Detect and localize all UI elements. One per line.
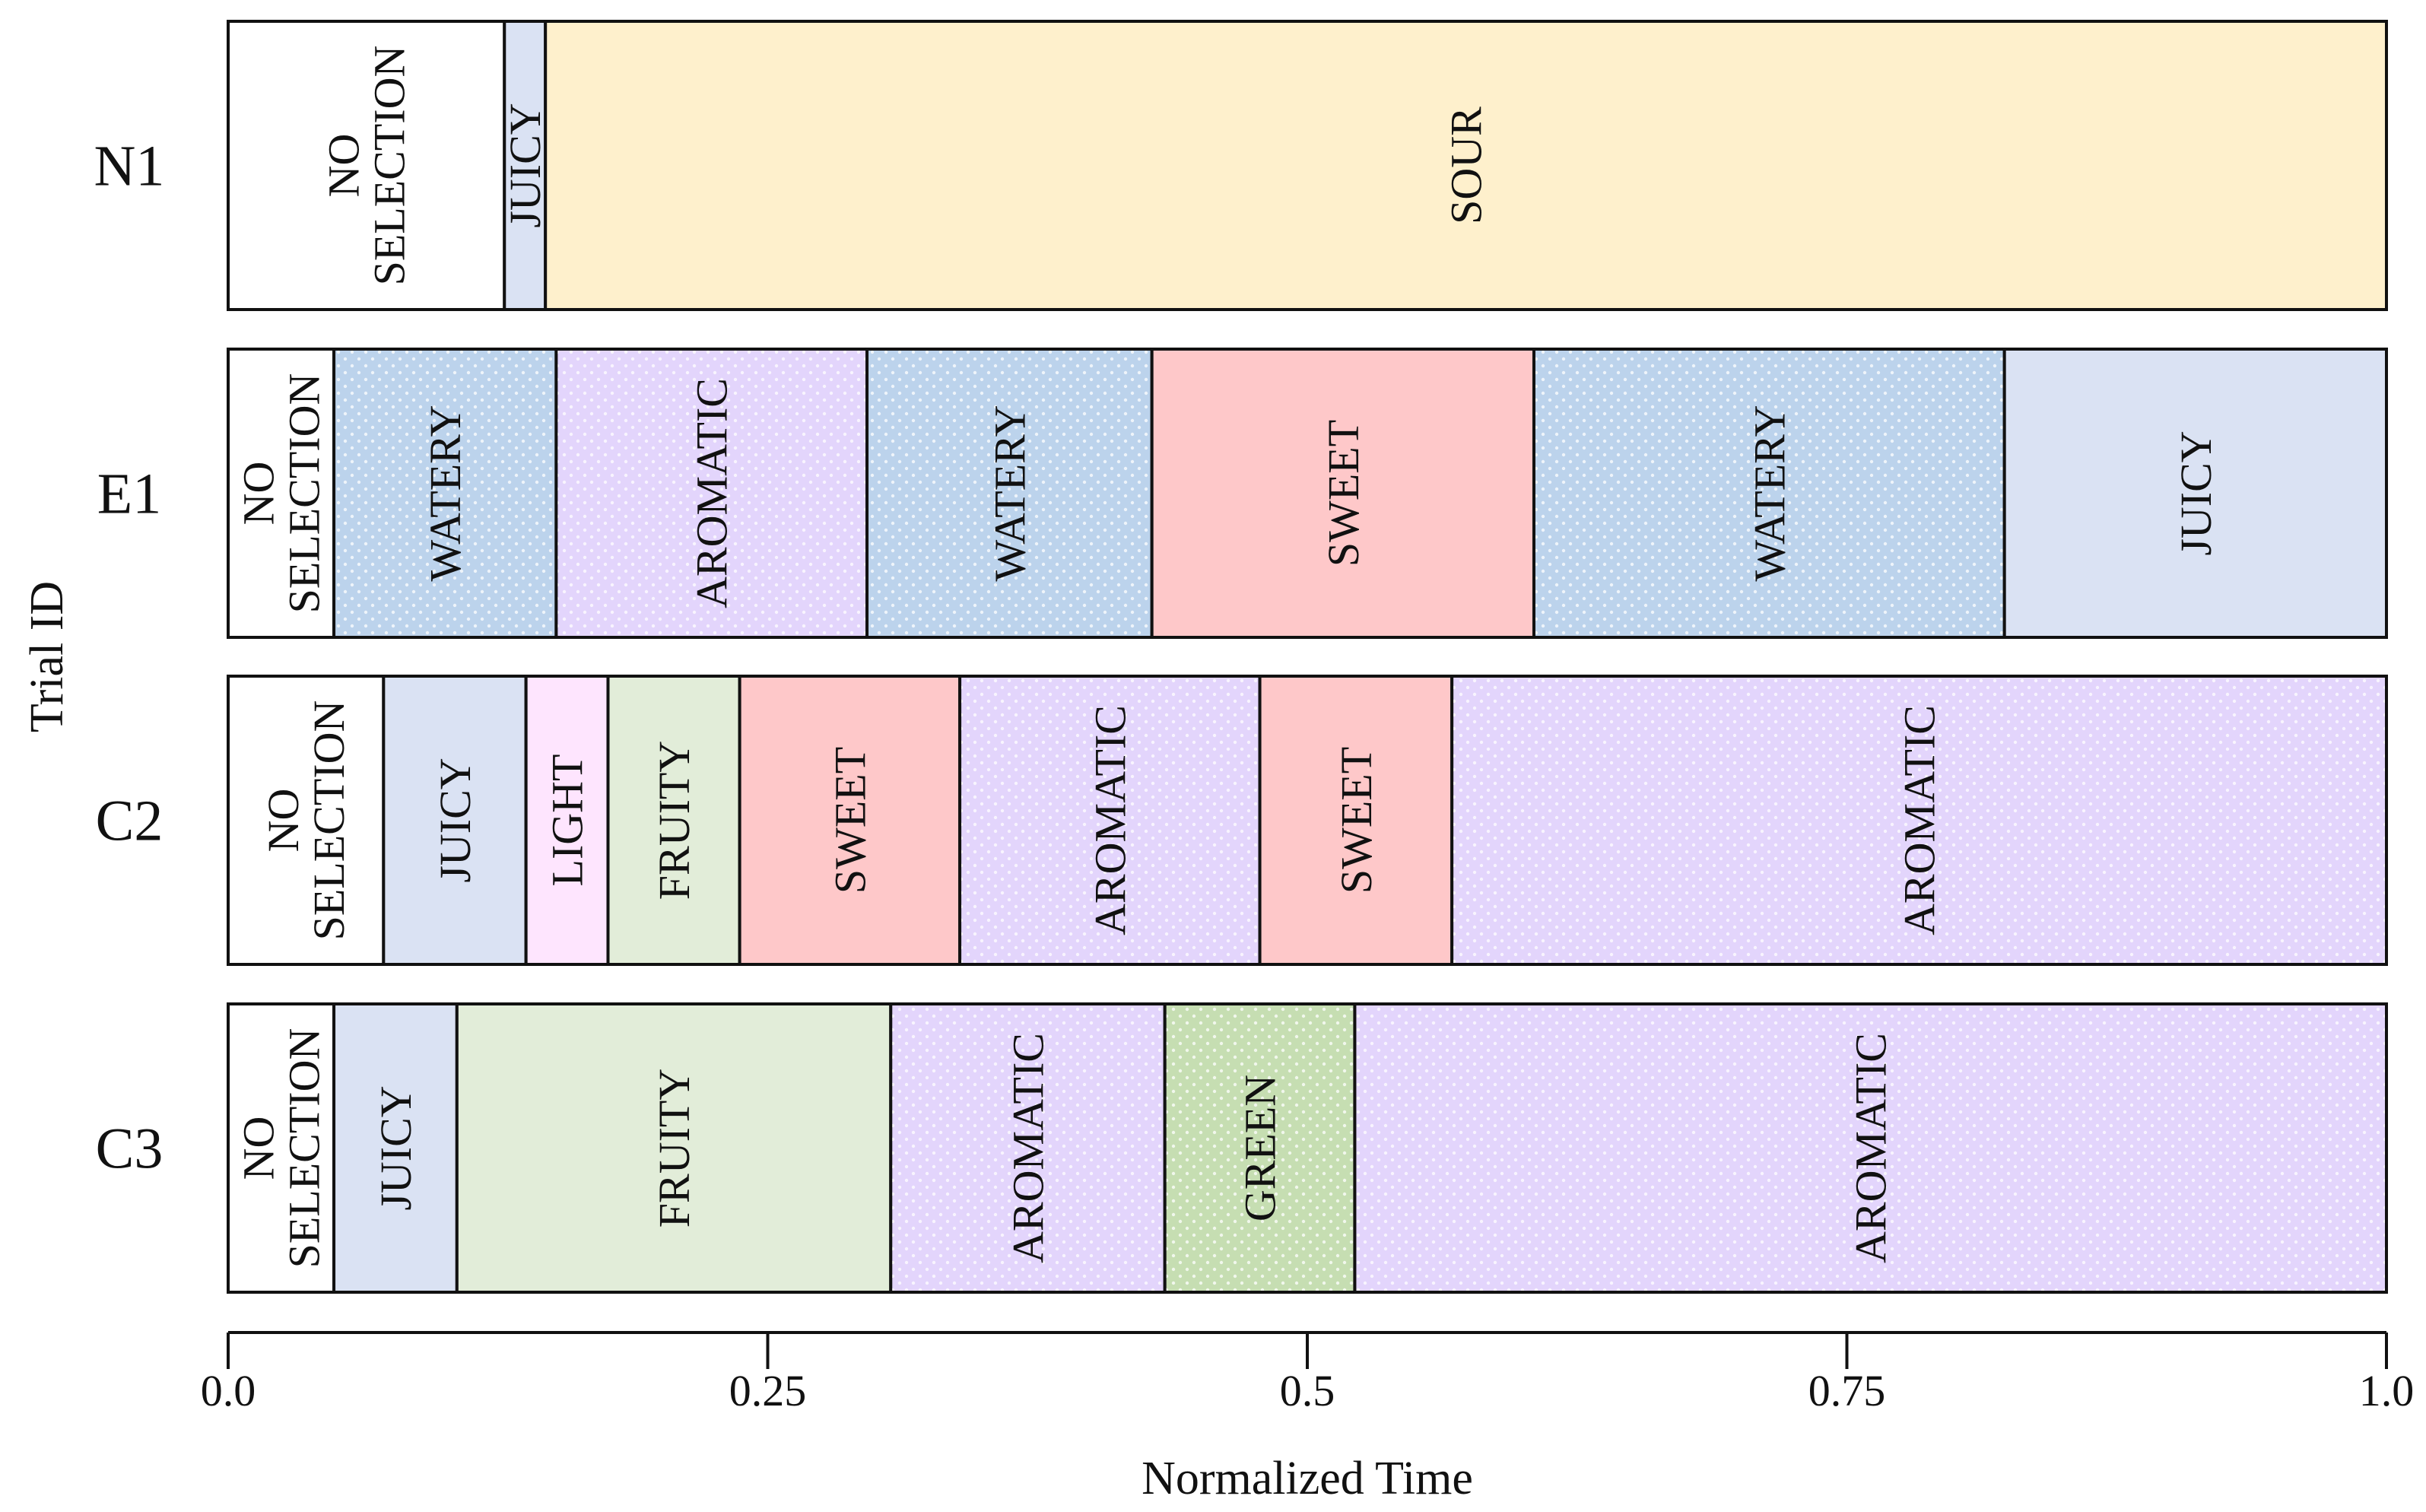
segment-c3-green-label: GREEN <box>1236 1075 1285 1221</box>
y-axis-title: Trial ID <box>21 581 73 732</box>
row-n1: NOSELECTION JUICY SOUR N1 <box>94 20 2388 311</box>
segment-n1-sour-bar <box>544 20 2388 311</box>
segment-c2-no-selection-label: NOSELECTION <box>259 700 354 941</box>
segment-c2-juicy-bar <box>382 675 528 966</box>
row-c2: NOSELECTION JUICY LIGHT FRUITY SWEET AROMATIC… <box>96 675 2388 966</box>
x-axis: 0.0 0.25 0.5 0.75 1.0 <box>201 1331 2415 1415</box>
x-tick-label-0: 0.0 <box>201 1366 256 1415</box>
row-c3: NOSELECTION JUICY FRUITY AROMATIC GREEN AROMA… <box>96 1002 2388 1294</box>
segment-c3-aromatic-label: AROMATIC <box>1003 1033 1053 1263</box>
segment-e1-no-selection-bar <box>227 348 336 639</box>
segment-c3-no-selection-bar <box>227 1002 336 1294</box>
segment-c2-sweet-label: SWEET <box>1332 747 1381 894</box>
row-label-n1: N1 <box>94 135 165 199</box>
segment-c2-light-bar <box>524 675 610 966</box>
segment-e1-juicy-label: JUICY <box>2171 430 2221 555</box>
segment-e1-watery-label: WATERY <box>985 405 1034 582</box>
segment-n1-no-selection-label: NOSELECTION <box>319 46 414 286</box>
segment-e1-watery-label: WATERY <box>1745 405 1794 582</box>
row-e1: NOSELECTION WATERY AROMATIC WATERY SWEET WATE… <box>97 348 2389 639</box>
segment-c2-fruity-label: FRUITY <box>649 741 699 900</box>
x-tick-label-3: 0.75 <box>1808 1366 1886 1415</box>
segment-e1-aromatic-label: AROMATIC <box>687 378 737 608</box>
segment-c2-juicy-label: JUICY <box>430 758 480 882</box>
segment-e1-sweet-label: SWEET <box>1319 420 1368 567</box>
segment-c2-fruity-bar <box>606 675 741 966</box>
segment-c3-fruity-label: FRUITY <box>649 1069 699 1228</box>
segment-c3-fruity-bar <box>455 1002 893 1294</box>
x-tick-label-4: 1.0 <box>2359 1366 2415 1415</box>
row-label-e1: E1 <box>97 462 161 526</box>
segment-c2-aromatic-label: AROMATIC <box>1895 705 1945 935</box>
segment-e1-no-selection-label: NOSELECTION <box>234 373 329 614</box>
segment-c3-no-selection-label: NOSELECTION <box>234 1028 329 1269</box>
segment-c2-sweet-bar <box>1258 675 1454 966</box>
segment-c2-aromatic-label: AROMATIC <box>1085 705 1135 935</box>
segment-c3-juicy-bar <box>332 1002 459 1294</box>
segment-n1-juicy-label: JUICY <box>500 103 550 227</box>
segment-c2-no-selection-bar <box>227 675 386 966</box>
row-label-c3: C3 <box>96 1117 164 1181</box>
segment-n1-sour-label: SOUR <box>1442 106 1491 224</box>
segment-c2-sweet-bar <box>738 675 962 966</box>
segment-c2-light-label: LIGHT <box>543 754 592 887</box>
segment-c3-aromatic-label: AROMATIC <box>1846 1033 1896 1263</box>
x-tick-label-2: 0.5 <box>1280 1366 1335 1415</box>
segment-c2-sweet-label: SWEET <box>825 747 875 894</box>
segment-c3-juicy-label: JUICY <box>371 1085 421 1210</box>
segment-n1-no-selection-bar <box>227 20 506 311</box>
segment-e1-sweet-bar <box>1150 348 1535 639</box>
x-axis-title: Normalized Time <box>1142 1453 1473 1504</box>
segment-e1-watery-label: WATERY <box>421 405 470 582</box>
x-tick-label-1: 0.25 <box>729 1366 807 1415</box>
segment-e1-juicy-bar <box>2002 348 2389 639</box>
row-label-c2: C2 <box>96 789 164 853</box>
